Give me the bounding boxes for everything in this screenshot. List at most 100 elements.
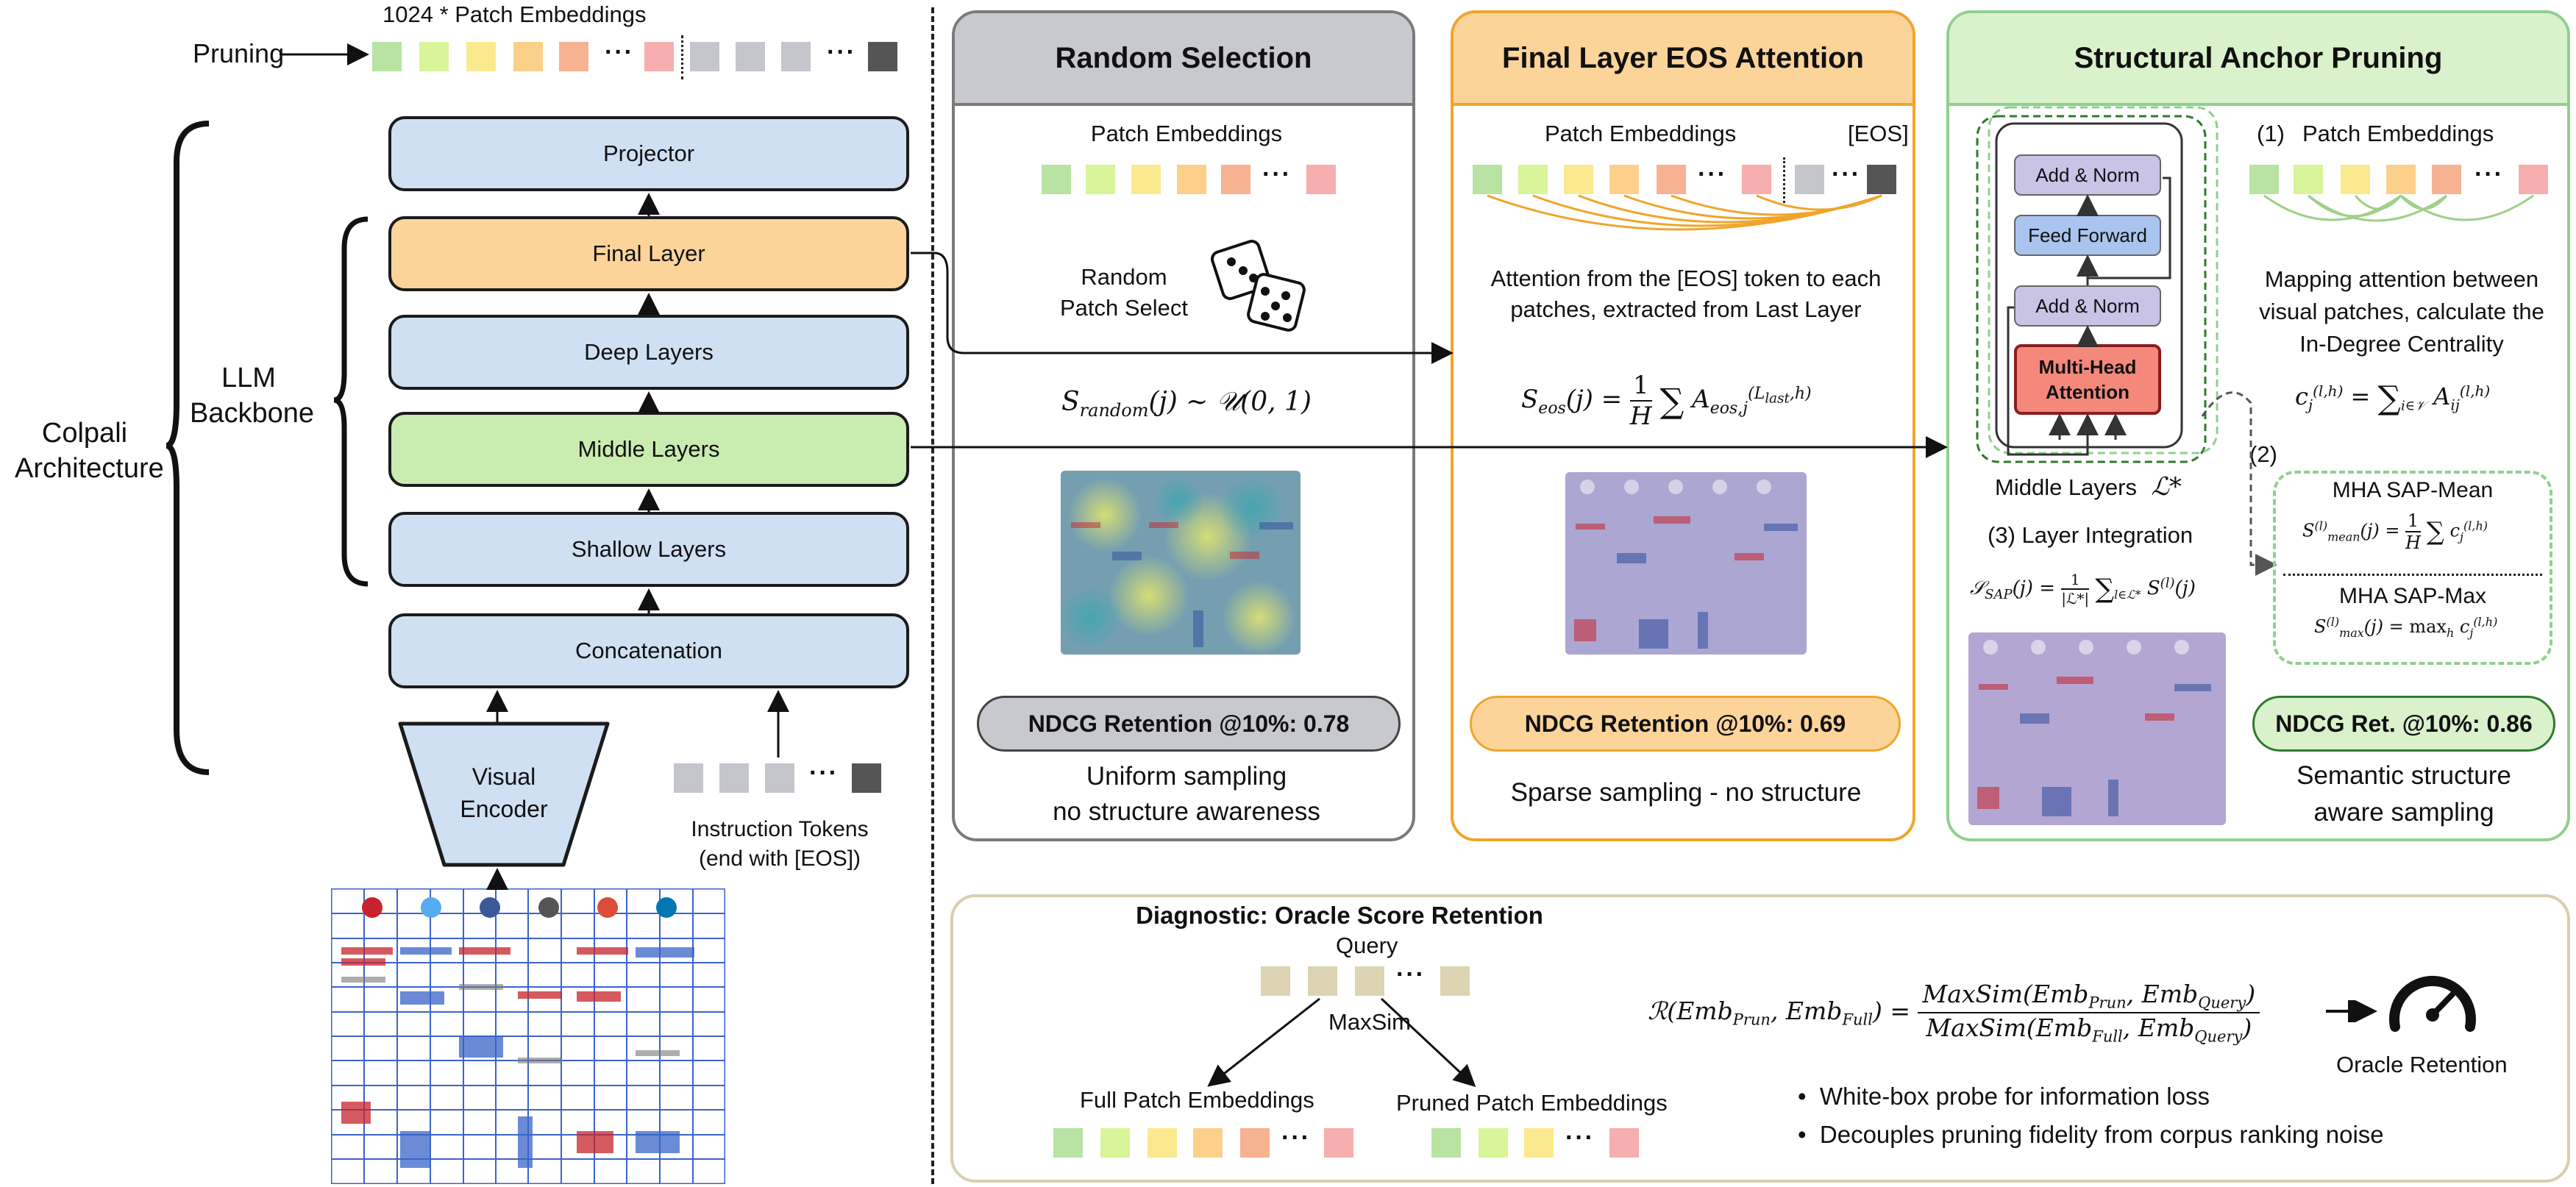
backbone-brace xyxy=(333,216,369,587)
oracle-arrow xyxy=(2326,1000,2377,1022)
middle-layers-caption: Middle Layers ℒ* xyxy=(1995,472,2182,502)
random-select-line2: Patch Select xyxy=(1059,295,1189,321)
ellipsis: ··· xyxy=(1698,160,1727,188)
ellipsis: ··· xyxy=(605,38,634,66)
llm-backbone-label: LLM Backbone xyxy=(190,360,314,431)
transformer-frames xyxy=(1976,106,2219,463)
patch-separator xyxy=(681,35,683,79)
sap-desc-line3: In-Degree Centrality xyxy=(2299,331,2504,357)
add-norm-block-bottom: Add & Norm xyxy=(2014,285,2161,327)
patch-square xyxy=(1609,1128,1639,1158)
patch-square xyxy=(513,42,543,71)
sap-caption-line1: Semantic structure xyxy=(2296,761,2511,790)
eos-patch-label: Patch Embeddings xyxy=(1545,121,1737,146)
random-ndcg-value: NDCG Retention @10%: 0.78 xyxy=(1028,710,1350,737)
patch-square xyxy=(1306,165,1336,194)
patch-square xyxy=(1609,165,1639,194)
random-patch-select-label: Random Patch Select xyxy=(1043,262,1205,324)
layer-set-symbol: ℒ* xyxy=(2143,472,2182,502)
architecture-arrows xyxy=(280,43,789,890)
patch-square xyxy=(1324,1128,1353,1158)
visual-encoder-label: Visual Encoder xyxy=(441,760,566,825)
sap-panel: Structural Anchor Pruning Add & Norm Fee… xyxy=(1946,10,2570,841)
query-label: Query xyxy=(1336,933,1398,958)
pruning-label: Pruning xyxy=(193,38,285,68)
sap-box-divider xyxy=(2283,574,2542,576)
patch-square xyxy=(1564,165,1593,194)
token-square xyxy=(690,42,719,71)
eos-attention-panel: Final Layer EOS Attention Patch Embeddin… xyxy=(1451,10,1915,841)
random-attention-heatmap xyxy=(1061,471,1301,655)
visual-encoder-shape xyxy=(398,721,610,867)
sap-attention-heatmap xyxy=(1968,632,2226,825)
patch-square xyxy=(1042,165,1071,194)
eos-ndcg-value: NDCG Retention @10%: 0.69 xyxy=(1524,710,1846,737)
centrality-formula: cj(l,h) = ∑i∈𝒱 Aij(l,h) xyxy=(2295,379,2491,417)
ellipsis: ··· xyxy=(827,38,856,66)
sap-description: Mapping attention between visual patches… xyxy=(2244,263,2560,360)
instruction-line2: (end with [EOS]) xyxy=(698,846,861,871)
sap-max-formula: S(l)max(j) = maxh cj(l,h) xyxy=(2314,615,2498,640)
eos-desc-line2: patches, extracted from Last Layer xyxy=(1510,296,1862,322)
patch-embeddings-count-label: 1024 * Patch Embeddings xyxy=(383,1,647,27)
mha-line2: Attention xyxy=(2045,381,2130,403)
token-square xyxy=(1795,165,1824,194)
eos-desc-line1: Attention from the [EOS] token to each xyxy=(1490,265,1882,291)
instruction-tokens-label: Instruction Tokens (end with [EOS]) xyxy=(662,815,897,874)
concatenation-layer: Concatenation xyxy=(388,613,909,688)
random-caption-line2: no structure awareness xyxy=(1053,797,1320,826)
sap-connector xyxy=(2201,391,2277,576)
ellipsis: ··· xyxy=(2474,160,2504,188)
final-layer: Final Layer xyxy=(388,216,909,291)
random-selection-panel: Random Selection Patch Embeddings ··· Ra… xyxy=(952,10,1415,841)
patch-square xyxy=(466,42,496,71)
architecture-brace xyxy=(166,121,210,775)
visual-encoder-line1: Visual xyxy=(472,763,536,790)
instruction-token-square xyxy=(765,763,794,793)
oracle-retention-formula: ℛ(EmbPrun, EmbFull) = MaxSim(EmbPrun, Em… xyxy=(1648,980,2260,1045)
colpali-label-line2: Architecture xyxy=(15,453,164,484)
eos-attention-title: Final Layer EOS Attention xyxy=(1502,41,1864,74)
colpali-label-line1: Colpali xyxy=(41,418,128,449)
eos-attention-arcs xyxy=(1487,194,1882,231)
instruction-token-square xyxy=(674,763,703,793)
diagnostic-panel: Diagnostic: Oracle Score Retention Query… xyxy=(950,894,2570,1183)
patch-square xyxy=(1221,165,1250,194)
query-token-square xyxy=(1355,966,1384,996)
colpali-architecture-label: Colpali Architecture xyxy=(15,416,164,486)
patch-square xyxy=(1086,165,1115,194)
bullet-item: • Decouples pruning fidelity from corpus… xyxy=(1798,1121,2384,1149)
ellipsis: ··· xyxy=(1262,160,1292,188)
add-norm-block-top: Add & Norm xyxy=(2014,154,2161,196)
query-token-square xyxy=(1308,966,1337,996)
section-divider xyxy=(931,7,934,1184)
patch-square xyxy=(559,42,588,71)
layer-integration-label: (3) Layer Integration xyxy=(1988,522,2193,548)
sap-step2-label: (2) xyxy=(2249,441,2277,467)
eos-token-square xyxy=(868,42,897,71)
visual-encoder-line2: Encoder xyxy=(460,796,548,822)
random-caption-line1: Uniform sampling xyxy=(1086,762,1287,791)
bullet-text-1: White-box probe for information loss xyxy=(1819,1083,2210,1110)
centrality-arcs xyxy=(2263,194,2534,222)
bullet-text-2: Decouples pruning fidelity from corpus r… xyxy=(1819,1121,2384,1148)
query-token-square xyxy=(1440,966,1470,996)
instruction-token-square xyxy=(719,763,749,793)
patch-square xyxy=(1524,1128,1554,1158)
patch-square xyxy=(1473,165,1502,194)
sap-max-title: MHA SAP-Max xyxy=(2338,584,2487,608)
eos-token-label: [EOS] xyxy=(1848,121,1909,146)
instruction-eos-square xyxy=(852,763,881,793)
patch-square xyxy=(2386,165,2416,194)
sap-aggregation-box xyxy=(2273,471,2552,665)
random-selection-title: Random Selection xyxy=(1055,41,1312,74)
dice-icon xyxy=(1211,240,1306,332)
sap-mean-title: MHA SAP-Mean xyxy=(2332,478,2494,502)
random-score-formula: Srandom(j) ∼ 𝒰(0, 1) xyxy=(1061,387,1312,421)
document-image xyxy=(331,888,725,1184)
patch-square xyxy=(1100,1128,1130,1158)
patch-square xyxy=(2519,165,2548,194)
patch-square xyxy=(1148,1128,1177,1158)
sap-score-formula: 𝒮SAP(j) = 1|ℒ*| ∑l∈ℒ* S(l)(j) xyxy=(1970,571,2196,607)
